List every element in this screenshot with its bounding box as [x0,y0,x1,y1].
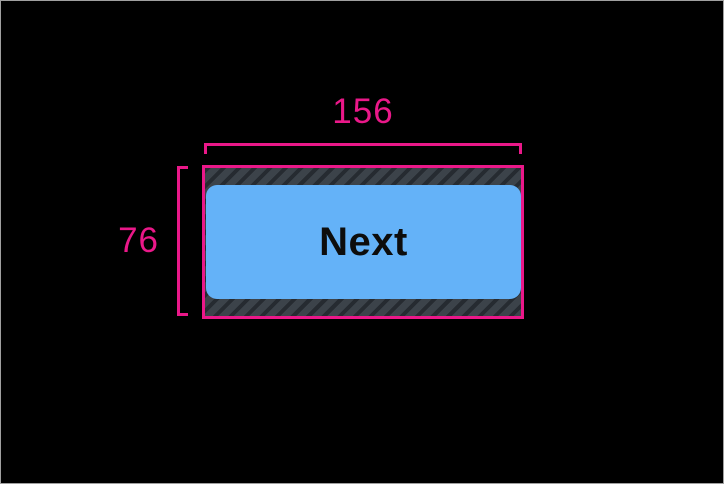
height-dimension-bracket [177,166,188,316]
width-dimension-label: 156 [332,92,394,131]
next-button[interactable]: Next [206,185,521,299]
width-dimension-bracket [204,143,522,154]
height-dimension-label: 76 [118,221,159,260]
